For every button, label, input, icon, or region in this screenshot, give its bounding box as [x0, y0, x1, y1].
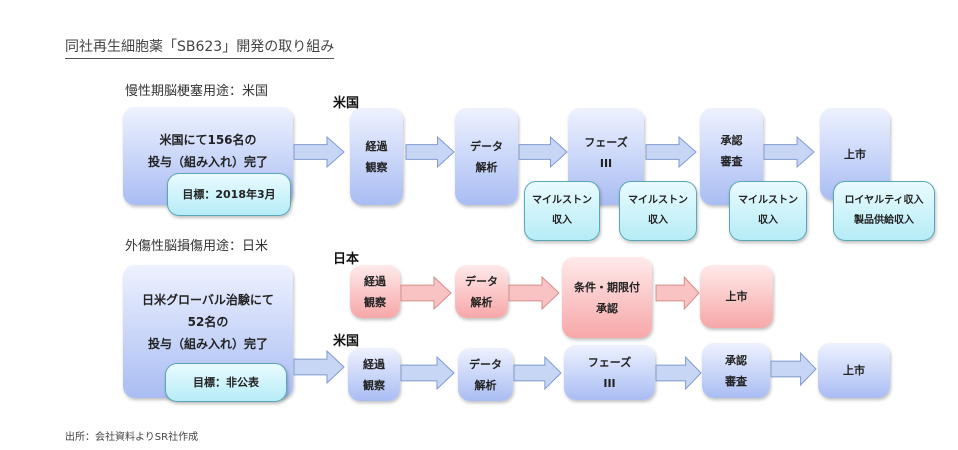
- revenue-text: ロイヤルティ収入: [844, 195, 924, 206]
- flow-arrow-icon: [763, 136, 815, 168]
- flow-arrow-icon: [518, 136, 568, 168]
- section2-label: 外傷性脳損傷用途：日米: [125, 239, 269, 254]
- us-step-analysis: データ解析: [458, 348, 513, 401]
- step-text: データ: [465, 274, 498, 288]
- step-text: 承認: [725, 353, 747, 367]
- jp-step-observation: 経過観察: [350, 265, 400, 318]
- us-step-phase3: フェーズ III: [564, 345, 655, 400]
- target-text: 目標：非公表: [193, 375, 259, 389]
- revenue-box: マイルストン収入: [524, 181, 600, 241]
- source-note: 出所：会社資料よりSR社作成: [65, 432, 199, 443]
- section1-label: 慢性期脳梗塞用途：米国: [125, 84, 269, 99]
- step-observation: 経過観察: [350, 108, 403, 205]
- step-text: 観察: [365, 160, 388, 174]
- us-step-review: 承認審査: [702, 343, 770, 398]
- step-text: 上市: [843, 364, 865, 377]
- step-text: 上市: [725, 290, 748, 303]
- step-text: 承認: [596, 301, 618, 315]
- step-text: フェーズ: [587, 355, 632, 369]
- start-text: 米国にて156名の: [159, 133, 257, 147]
- revenue-text: 収入: [552, 215, 572, 226]
- flow-arrow-icon: [655, 276, 700, 310]
- country-japan-label: 日本: [333, 252, 360, 267]
- flow-arrow-icon: [513, 356, 562, 390]
- flow-arrow-icon: [770, 352, 817, 386]
- start-text: 投与（組み入れ）完了: [147, 155, 268, 169]
- step-text: 条件・期限付: [574, 280, 640, 294]
- step-text: 審査: [720, 155, 743, 168]
- jp-step-analysis: データ解析: [455, 265, 508, 318]
- step-text: データ: [470, 139, 503, 153]
- flow-arrow-icon: [508, 276, 560, 310]
- us-step-launch: 上市: [818, 343, 890, 398]
- flow-arrow-icon: [400, 276, 452, 310]
- revenue-box: ロイヤルティ収入製品供給収入: [833, 181, 935, 241]
- revenue-text: マイルストン: [628, 195, 688, 206]
- step-text: 観察: [363, 378, 385, 392]
- step-text: 観察: [364, 295, 386, 309]
- flow-arrow-icon: [645, 136, 697, 168]
- step-text: 経過: [365, 139, 388, 153]
- step-text: III: [603, 376, 616, 390]
- step-text: 解析: [475, 160, 498, 174]
- target-text: 目標：2018年3月: [182, 187, 276, 201]
- step-text: 審査: [725, 374, 747, 388]
- flow-arrow-icon: [400, 356, 455, 390]
- step-text: 経過: [363, 357, 385, 371]
- revenue-text: 製品供給収入: [854, 215, 914, 226]
- revenue-text: マイルストン: [532, 195, 592, 206]
- revenue-text: マイルストン: [738, 195, 798, 206]
- flow-arrow-icon: [293, 350, 345, 384]
- start-text: 投与（組み入れ）完了: [147, 337, 268, 351]
- country-us-label: 米国: [333, 96, 360, 111]
- step-text: III: [599, 157, 613, 170]
- jp-step-conditional-approval: 条件・期限付承認: [562, 257, 652, 338]
- revenue-text: 収入: [758, 215, 778, 226]
- step-text: 解析: [470, 295, 493, 309]
- step-analysis: データ解析: [455, 108, 518, 205]
- revenue-box: マイルストン収入: [729, 181, 807, 241]
- step-text: フェーズ: [584, 136, 628, 149]
- page-title: 同社再生細胞薬「SB623」開発の取り組み: [65, 36, 335, 59]
- us-step-observation: 経過観察: [348, 348, 400, 401]
- country-us-label-2: 米国: [333, 334, 360, 349]
- step-text: 上市: [844, 148, 866, 161]
- start-text: 52名の: [187, 315, 229, 329]
- target-box-1: 目標：2018年3月: [167, 173, 291, 216]
- revenue-box: マイルストン収入: [619, 181, 697, 241]
- step-text: データ: [469, 357, 502, 371]
- jp-step-launch: 上市: [700, 265, 773, 328]
- step-text: 承認: [720, 134, 743, 147]
- start-text: 日米グローバル治験にて: [142, 293, 274, 307]
- flow-arrow-icon: [405, 136, 455, 168]
- target-box-2: 目標：非公表: [165, 363, 287, 402]
- step-text: 解析: [474, 378, 497, 392]
- flow-arrow-icon: [293, 136, 345, 168]
- step-text: 経過: [364, 274, 386, 288]
- revenue-text: 収入: [648, 215, 668, 226]
- flow-arrow-icon: [655, 356, 702, 390]
